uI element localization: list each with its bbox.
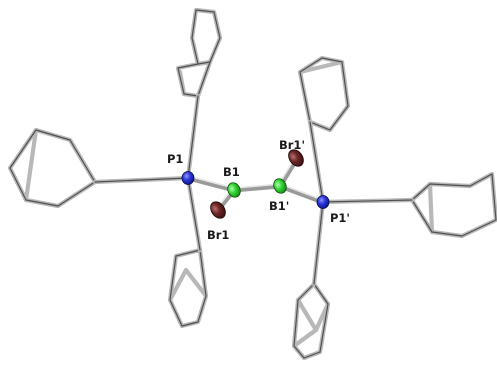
label-b1: B1 (223, 165, 240, 179)
atom-b1 (227, 182, 241, 198)
atom-b1-prime (273, 178, 287, 194)
atom-p1 (181, 171, 195, 185)
atom-p1-prime (316, 195, 330, 209)
bond-p1-b1 (185, 175, 237, 193)
bond-p1prime-c-bottom (311, 199, 326, 287)
bond-p1prime-c-right (320, 197, 415, 205)
cyclohexyl-ring-bottom-left (167, 247, 209, 329)
bond-p1-c-top (185, 93, 201, 181)
cyclohexyl-ring-top-left (175, 7, 223, 99)
label-br1: Br1 (207, 228, 229, 242)
bond-p1-c-bottom (185, 175, 203, 253)
cyclohexyl-ring-top-right (297, 55, 351, 133)
atom-br1-prime (288, 149, 304, 167)
label-p1-prime: P1' (330, 211, 350, 225)
cyclohexyl-ring-left (7, 127, 98, 209)
atom-br1 (210, 201, 226, 219)
bond-p1prime-c-top (307, 119, 326, 205)
bond-b1-b1prime (231, 183, 283, 193)
label-p1: P1 (167, 152, 183, 166)
bond-b1prime-p1prime (277, 183, 326, 205)
bond-p1-c-left (92, 175, 191, 185)
label-br1-prime: Br1' (279, 138, 305, 152)
cyclohexyl-ring-right (409, 171, 497, 239)
label-b1-prime: B1' (269, 199, 289, 213)
cyclohexyl-ring-bottom-right (291, 281, 331, 361)
